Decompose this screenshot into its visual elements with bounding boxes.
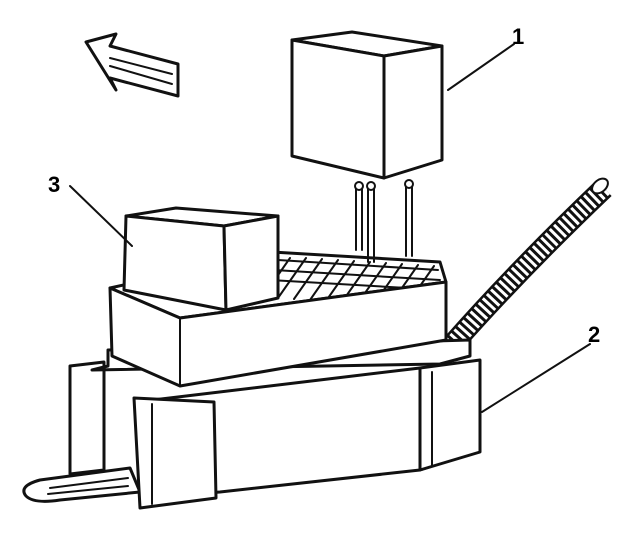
wire-loom [443, 177, 612, 353]
leader-2 [481, 343, 591, 413]
callout-2: 2 [588, 322, 600, 347]
direction-arrow-icon [84, 32, 180, 98]
callout-3: 3 [48, 172, 60, 197]
callout-1: 1 [512, 24, 524, 49]
callout-leaders [69, 43, 591, 413]
leader-1 [447, 43, 515, 91]
relay-pins [354, 179, 414, 263]
relay-installed [122, 206, 280, 312]
leader-3 [69, 185, 133, 247]
relay-removed [290, 30, 444, 263]
mounting-tab [22, 466, 142, 503]
